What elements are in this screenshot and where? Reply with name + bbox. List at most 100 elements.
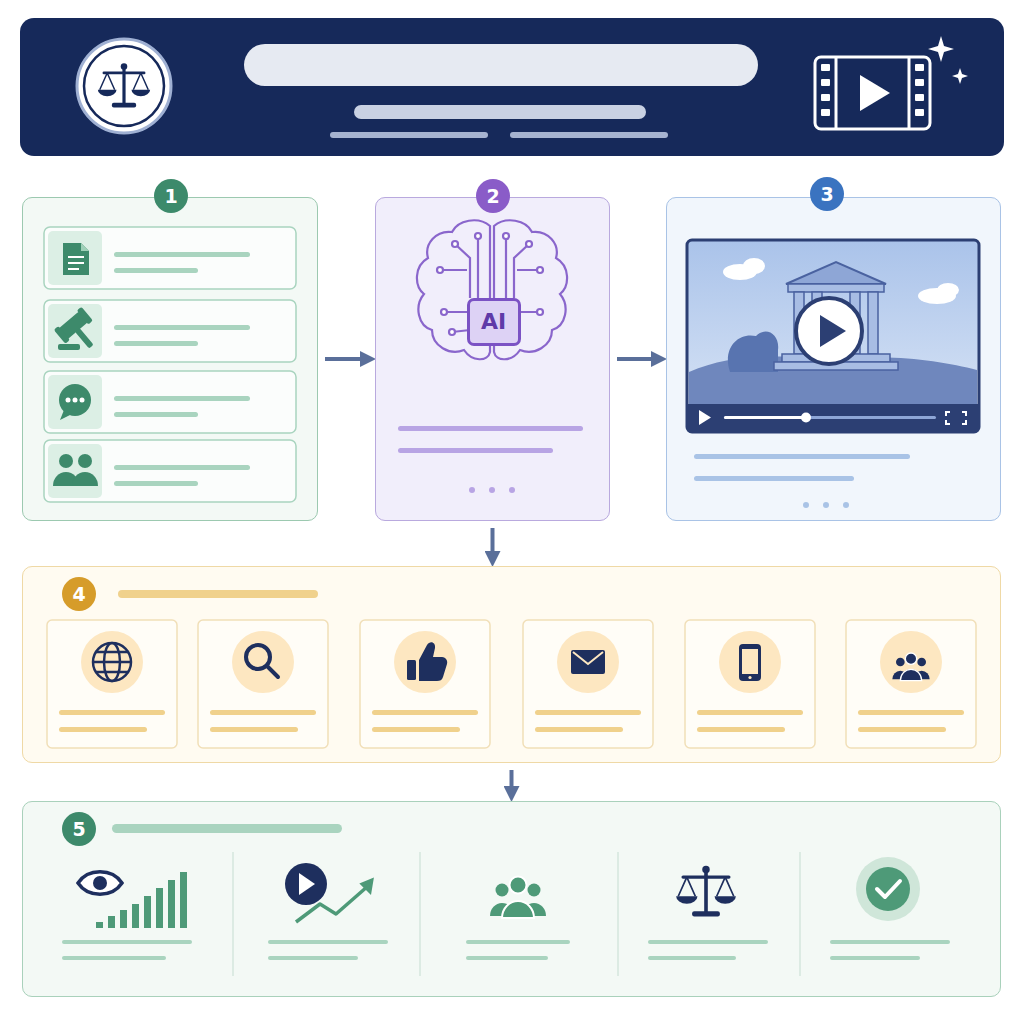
flow-arrow (491, 528, 495, 559)
growth-icon (285, 863, 327, 905)
panel-fill (666, 197, 1001, 521)
document-icon (68, 256, 84, 258)
globe-icon (93, 643, 131, 681)
header-band (908, 57, 911, 129)
brain-illustration (440, 236, 540, 345)
gavel-icon (58, 344, 80, 350)
channel-card (59, 710, 165, 715)
search-icon (267, 666, 278, 677)
audience-icon (466, 877, 570, 961)
views-icon (156, 888, 163, 928)
step-number: 1 (154, 179, 188, 213)
chat-icon (73, 398, 78, 403)
result-column (233, 852, 800, 976)
gavel-icon (77, 307, 93, 325)
check-icon (830, 857, 950, 960)
video-player (728, 332, 778, 372)
document-icon (63, 243, 89, 275)
placeholder-bar (489, 487, 495, 493)
input-row (48, 375, 102, 429)
input-row (114, 341, 198, 346)
document-icon (81, 243, 89, 251)
channel-card (685, 620, 815, 748)
brain-illustration (475, 233, 481, 239)
brain-illustration (437, 233, 543, 335)
like-icon (419, 642, 447, 681)
header-band (915, 109, 924, 116)
channel-card (81, 631, 143, 693)
video-player (937, 283, 959, 297)
video-player (820, 315, 846, 347)
channel-card (59, 727, 147, 732)
check-icon (856, 857, 920, 921)
chat-icon (59, 384, 91, 420)
growth-icon (299, 873, 315, 895)
phone-icon (739, 644, 761, 681)
placeholder-bar (398, 426, 583, 493)
input-row (48, 231, 102, 498)
phone-icon (739, 644, 761, 681)
people-icon (53, 454, 98, 486)
input-row (44, 300, 296, 362)
mail-icon (571, 650, 605, 674)
placeholder-bar (398, 426, 583, 431)
people-icon (72, 472, 98, 486)
ai-chip: AI (467, 298, 521, 346)
views-icon (144, 896, 151, 928)
views-icon (62, 940, 192, 944)
channel-card (47, 620, 976, 748)
channel-card (697, 727, 785, 732)
growth-icon (296, 886, 368, 922)
like-icon (407, 660, 416, 680)
channel-card (697, 710, 803, 715)
views-icon (96, 872, 187, 928)
input-row (114, 325, 250, 330)
placeholder-bar (694, 476, 854, 481)
channel-card (880, 631, 942, 693)
brain-illustration (537, 309, 543, 315)
growth-icon (362, 880, 372, 892)
views-icon (78, 872, 122, 895)
people-icon (78, 454, 92, 468)
video-player (788, 284, 884, 292)
document-icon (68, 262, 84, 264)
header-band (821, 109, 830, 116)
placeholder-bar (803, 502, 809, 508)
result-column (62, 824, 950, 976)
video-player (687, 240, 979, 432)
header-band (835, 57, 838, 129)
header-band (915, 94, 924, 101)
channel-card (557, 631, 619, 693)
header-band (821, 36, 968, 116)
channel-card (47, 590, 976, 748)
justice-icon (676, 866, 736, 917)
ai-panel: 2AI (375, 197, 610, 521)
group-icon (892, 653, 929, 681)
header-band (860, 75, 890, 111)
justice-icon (648, 940, 768, 944)
channel-card (210, 710, 316, 715)
channel-card (372, 710, 478, 715)
search-icon (246, 645, 278, 677)
views-icon (168, 880, 175, 928)
header-band (354, 105, 646, 119)
result-column (112, 824, 342, 833)
input-row (114, 481, 198, 486)
header-band (77, 39, 171, 133)
channel-card (198, 620, 328, 748)
header-band (244, 44, 758, 86)
header-band (20, 18, 1004, 156)
header-band (952, 68, 968, 84)
brain-illustration (417, 220, 567, 359)
channel-card (210, 727, 298, 732)
channel-card (523, 620, 653, 748)
input-row (114, 396, 250, 401)
flow-arrow (510, 770, 514, 794)
gavel-icon (54, 307, 105, 358)
header-band (330, 132, 488, 138)
header-band (98, 63, 150, 107)
brain-illustration (437, 267, 443, 273)
input-row (114, 412, 198, 417)
